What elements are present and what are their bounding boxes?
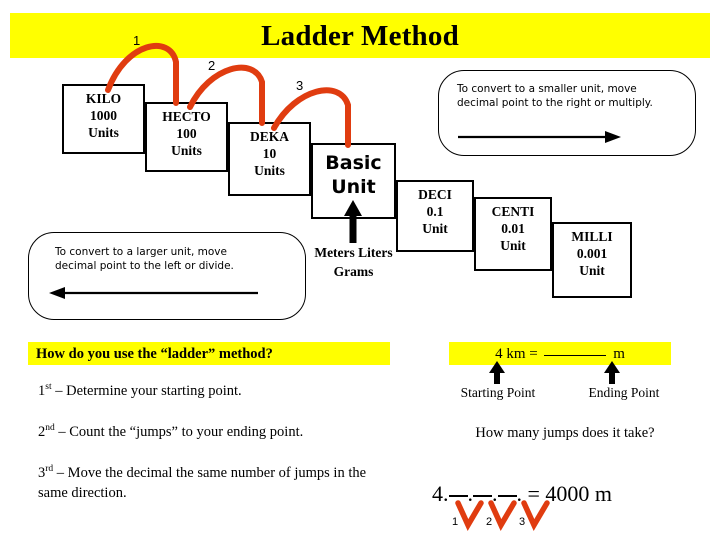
- equation-suffix: m: [609, 346, 625, 362]
- jump-question: How many jumps does it take?: [475, 425, 655, 441]
- ladder-jump-number-1: 1: [133, 33, 141, 48]
- callout-larger-text: To convert to a larger unit, move decima…: [55, 245, 290, 273]
- callout-smaller-line2: decimal point to the right or multiply.: [457, 97, 653, 109]
- instruction-step-2: 2nd – Count the “jumps” to your ending p…: [38, 418, 408, 442]
- step-name: Basic: [325, 152, 382, 174]
- callout-larger-line1: To convert to a larger unit, move: [55, 246, 227, 258]
- step-name: DECI: [418, 187, 452, 202]
- callout-convert-larger: To convert to a larger unit, move decima…: [28, 232, 306, 320]
- page-title: Ladder Method: [261, 20, 459, 52]
- ladder-method-question: How do you use the “ladder” method?: [36, 346, 273, 362]
- callout-smaller-text: To convert to a smaller unit, move decim…: [457, 82, 687, 110]
- decimal-move-expression: 4.... = 4000 m: [432, 481, 613, 506]
- decimal-jump-number-3: 3: [519, 516, 526, 528]
- decimal-blank-1: [448, 495, 468, 497]
- step-unit: Unit: [500, 238, 526, 253]
- ladder-step-centi: CENTI 0.01 Unit: [474, 197, 552, 271]
- step-unit: Units: [88, 125, 119, 140]
- step-value: 0.1: [426, 204, 444, 219]
- ladder-step-hecto: HECTO 100 Units: [145, 102, 228, 172]
- step-2-text: – Count the “jumps” to your ending point…: [54, 423, 304, 440]
- callout-convert-smaller: To convert to a smaller unit, move decim…: [438, 70, 696, 156]
- step-name: DEKA: [249, 129, 289, 144]
- ladder-step-deka: DEKA 10 Units: [228, 122, 311, 196]
- ladder-jump-number-3: 3: [296, 78, 304, 93]
- step-name: HECTO: [162, 109, 211, 124]
- decimal-blank-2: [473, 495, 492, 497]
- instruction-step-3: 3rd – Move the decimal the same number o…: [38, 459, 388, 503]
- ladder-step-basic-unit: Basic Unit: [311, 143, 396, 219]
- step-3-ordinal: 3: [38, 464, 46, 481]
- example-equation: 4 km = m: [449, 343, 671, 365]
- step-value: 100: [176, 126, 197, 141]
- decimal-blank-3: [497, 495, 517, 497]
- step-name: CENTI: [491, 204, 535, 219]
- step-unit: Units: [254, 163, 285, 178]
- callout-larger-line2: decimal point to the left or divide.: [55, 260, 234, 272]
- basic-unit-example-grams: Grams: [333, 264, 374, 279]
- ladder-step-deci: DECI 0.1 Unit: [396, 180, 474, 252]
- step-unit: Units: [171, 143, 202, 158]
- decimal-prefix: 4.: [432, 481, 449, 506]
- ladder-step-milli: MILLI 0.001 Unit: [552, 222, 632, 298]
- step-value: 0.001: [576, 246, 608, 261]
- question-highlight-band: [28, 342, 390, 365]
- basic-unit-examples: Meters Liters Grams: [311, 243, 396, 281]
- step-2-suffix: nd: [45, 423, 55, 433]
- step-value: 0.01: [501, 221, 525, 236]
- ladder-step-kilo: KILO 1000 Units: [62, 84, 145, 154]
- equation-prefix: 4 km =: [495, 346, 542, 362]
- step-unit: Unit: [579, 263, 605, 278]
- step-name: KILO: [85, 91, 122, 106]
- step-1-text: – Determine your starting point.: [51, 382, 242, 399]
- basic-unit-example-meters: Meters: [314, 245, 355, 260]
- ladder-jump-number-2: 2: [208, 58, 216, 73]
- decimal-result: = 4000 m: [522, 481, 613, 506]
- step-value: 1000: [90, 108, 117, 123]
- ending-point-label: Ending Point: [588, 385, 660, 400]
- instruction-step-1: 1st – Determine your starting point.: [38, 377, 398, 401]
- step-3-text: – Move the decimal the same number of ju…: [38, 464, 367, 501]
- equation-blank: [544, 355, 607, 356]
- decimal-jump-number-1: 1: [452, 516, 459, 528]
- step-1-ordinal: 1: [38, 382, 46, 399]
- step-3-suffix: rd: [45, 464, 54, 474]
- step-name: MILLI: [571, 229, 613, 244]
- step-unit: Unit: [422, 221, 448, 236]
- equation-highlight-band: [449, 342, 671, 365]
- basic-unit-example-liters: Liters: [358, 245, 393, 260]
- step-value: 10: [262, 146, 277, 161]
- step-value: Unit: [331, 176, 376, 198]
- decimal-jump-number-2: 2: [486, 516, 493, 528]
- callout-smaller-line1: To convert to a smaller unit, move: [457, 83, 637, 95]
- starting-point-label: Starting Point: [460, 385, 536, 400]
- step-1-suffix: st: [45, 382, 52, 392]
- step-2-ordinal: 2: [38, 423, 46, 440]
